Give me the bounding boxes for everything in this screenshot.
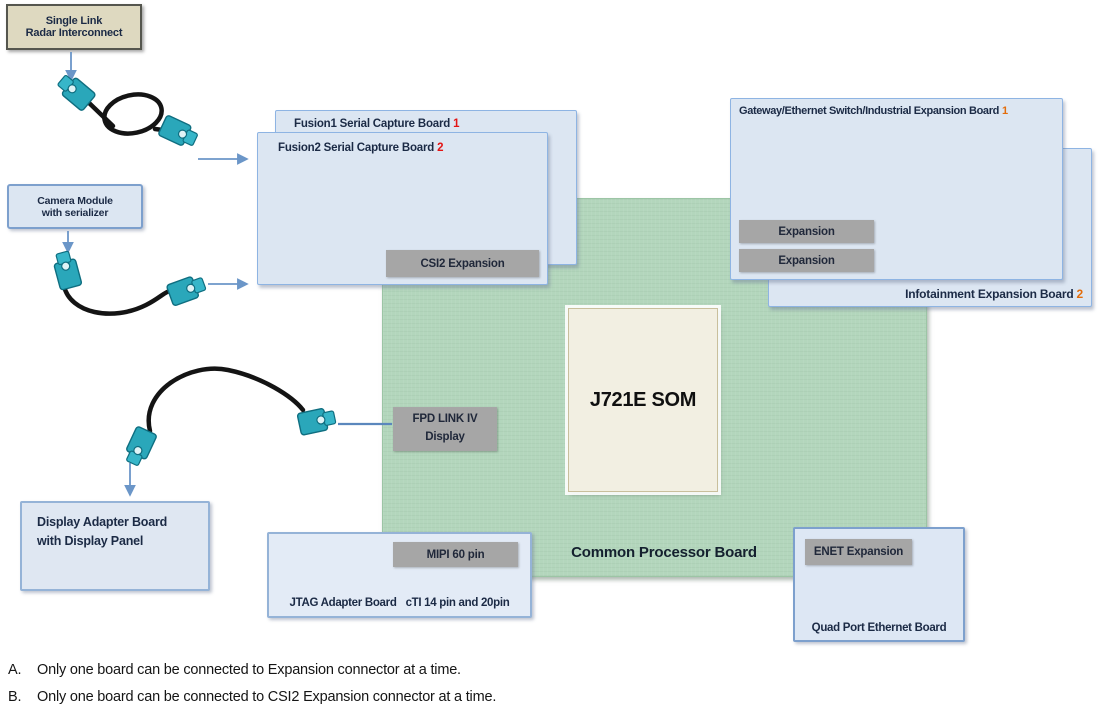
fpd-link-iv-display-connector: FPD LINK IV Display	[393, 407, 497, 451]
single-link-radar-interconnect-box: Single Link Radar Interconnect	[6, 4, 142, 50]
quad-port-ethernet-board: ENET Expansion Quad Port Ethernet Board	[793, 527, 965, 642]
j721e-som-label: J721E SOM	[589, 388, 697, 411]
radar-line2: Radar Interconnect	[25, 27, 123, 39]
expansion-connector-1: Expansion	[739, 220, 874, 243]
mipi-60pin-connector: MIPI 60 pin	[393, 542, 518, 567]
fakra-connector-icon	[165, 272, 209, 307]
display-adapter-board-box: Display Adapter Board with Display Panel	[20, 501, 210, 591]
radar-coax-cable	[53, 70, 201, 151]
expansion-connector-2: Expansion	[739, 249, 874, 272]
quad-port-ethernet-label: Quad Port Ethernet Board	[811, 622, 947, 634]
note-a-label: A.	[8, 662, 22, 678]
fakra-connector-icon	[296, 405, 338, 436]
gateway-number: 1	[1002, 105, 1008, 117]
camera-line1: Camera Module	[37, 194, 113, 207]
display-adapter-line1: Display Adapter Board	[37, 515, 168, 529]
fakra-connector-icon	[121, 425, 158, 469]
fusion2-number: 2	[437, 142, 444, 154]
csi2-expansion-connector: CSI2 Expansion	[386, 250, 539, 277]
j721e-som-box: J721E SOM	[565, 305, 721, 495]
display-adapter-line2: with Display Panel	[37, 534, 144, 549]
fakra-connector-icon	[157, 114, 201, 151]
camera-line2: with serializer	[41, 206, 109, 219]
fpd-line2: Display	[425, 431, 465, 443]
enet-expansion-connector: ENET Expansion	[805, 539, 912, 565]
fakra-connector-icon	[53, 70, 97, 113]
infotainment-number: 2	[1076, 287, 1084, 301]
fusion1-number: 1	[453, 118, 460, 130]
fpd-line1: FPD LINK IV	[412, 413, 478, 426]
display-coax-cable	[121, 366, 338, 469]
note-a-text: Only one board can be connected to Expan…	[37, 662, 461, 678]
note-b-label: B.	[8, 689, 22, 705]
gateway-title: Gateway/Ethernet Switch/Industrial Expan…	[739, 105, 1008, 117]
gateway-ethernet-industrial-expansion-board: Gateway/Ethernet Switch/Industrial Expan…	[730, 98, 1063, 280]
common-processor-board-label: Common Processor Board	[571, 544, 757, 561]
note-b: B. Only one board can be connected to CS…	[8, 689, 496, 705]
note-b-text: Only one board can be connected to CSI2 …	[37, 689, 497, 705]
radar-line1: Single Link	[45, 15, 103, 27]
note-a: A. Only one board can be connected to Ex…	[8, 662, 461, 678]
camera-module-box: Camera Module with serializer	[7, 184, 143, 229]
camera-coax-cable	[50, 249, 209, 316]
fakra-connector-icon	[50, 249, 83, 291]
